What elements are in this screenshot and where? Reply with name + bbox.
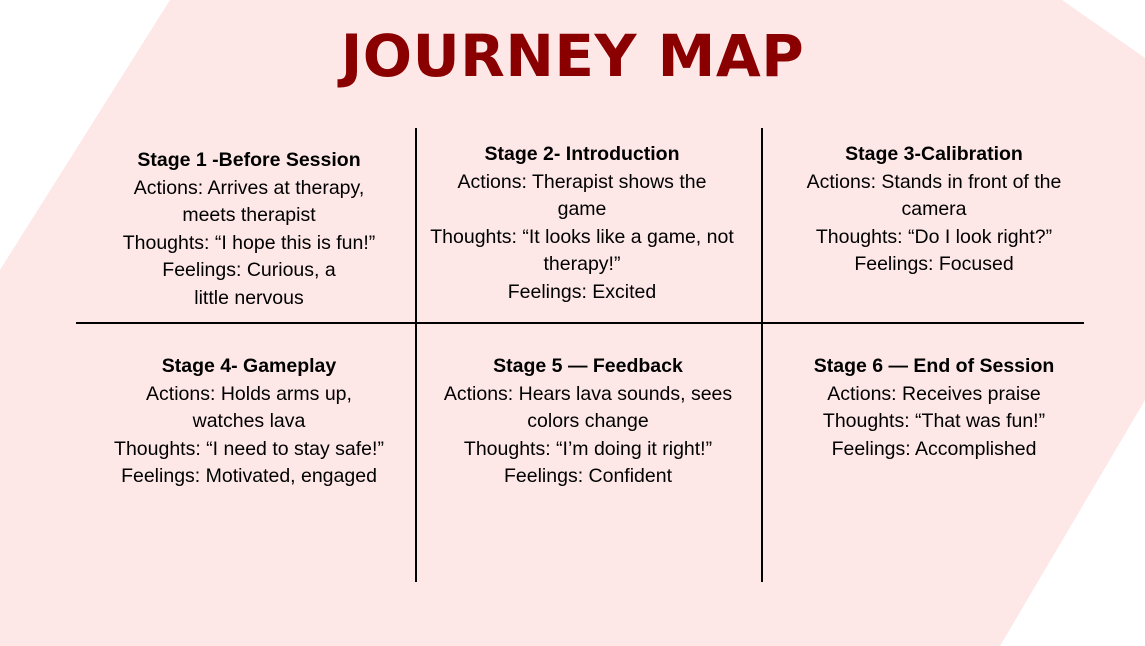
stage-feelings: Feelings: Focused	[854, 253, 1014, 275]
stage-feelings: Feelings: Curious, a little nervous	[162, 259, 336, 309]
stage-card-4: Stage 4- Gameplay Actions: Holds arms up…	[86, 353, 412, 491]
stage-feelings: Feelings: Accomplished	[831, 437, 1037, 460]
stage-actions: Actions: Holds arms up, watches lava	[146, 382, 352, 433]
stage-title: Stage 4- Gameplay	[161, 355, 337, 377]
stage-thoughts: Thoughts: “Do I look right?”	[815, 225, 1053, 248]
stage-feelings: Feelings: Excited	[507, 280, 657, 303]
stage-thoughts: Thoughts: “I hope this is fun!”	[122, 231, 376, 254]
page-title: JOURNEY MAP	[340, 22, 805, 90]
stage-actions: Actions: Therapist shows the game	[457, 170, 707, 221]
stage-actions: Actions: Hears lava sounds, sees colors …	[443, 382, 733, 433]
stage-thoughts: Thoughts: “It looks like a game, not the…	[430, 225, 734, 276]
stage-title: Stage 1 -Before Session	[137, 149, 361, 171]
stage-actions: Actions: Stands in front of the camera	[806, 170, 1062, 221]
stage-feelings: Feelings: Motivated, engaged	[121, 465, 377, 487]
stage-title: Stage 2- Introduction	[484, 143, 680, 165]
stage-thoughts: Thoughts: “I’m doing it right!”	[463, 437, 713, 460]
vertical-divider-right	[761, 128, 763, 582]
stage-thoughts: Thoughts: “I need to stay safe!”	[114, 437, 384, 460]
stage-card-6: Stage 6 — End of Session Actions: Receiv…	[772, 353, 1096, 463]
stage-card-1: Stage 1 -Before Session Actions: Arrives…	[86, 147, 412, 312]
vertical-divider-left	[415, 128, 417, 582]
stage-card-5: Stage 5 — Feedback Actions: Hears lava s…	[421, 353, 755, 491]
stage-card-3: Stage 3-Calibration Actions: Stands in f…	[772, 141, 1096, 279]
stage-title: Stage 5 — Feedback	[493, 355, 683, 377]
stage-actions: Actions: Receives praise	[827, 382, 1041, 405]
stage-thoughts: Thoughts: “That was fun!”	[822, 410, 1046, 432]
stage-actions: Actions: Arrives at therapy, meets thera…	[133, 176, 365, 227]
stage-feelings: Feelings: Confident	[503, 465, 673, 487]
stage-card-2: Stage 2- Introduction Actions: Therapist…	[421, 141, 743, 306]
stage-title: Stage 3-Calibration	[845, 143, 1023, 165]
horizontal-divider	[76, 322, 1084, 324]
stage-title: Stage 6 — End of Session	[813, 355, 1055, 377]
